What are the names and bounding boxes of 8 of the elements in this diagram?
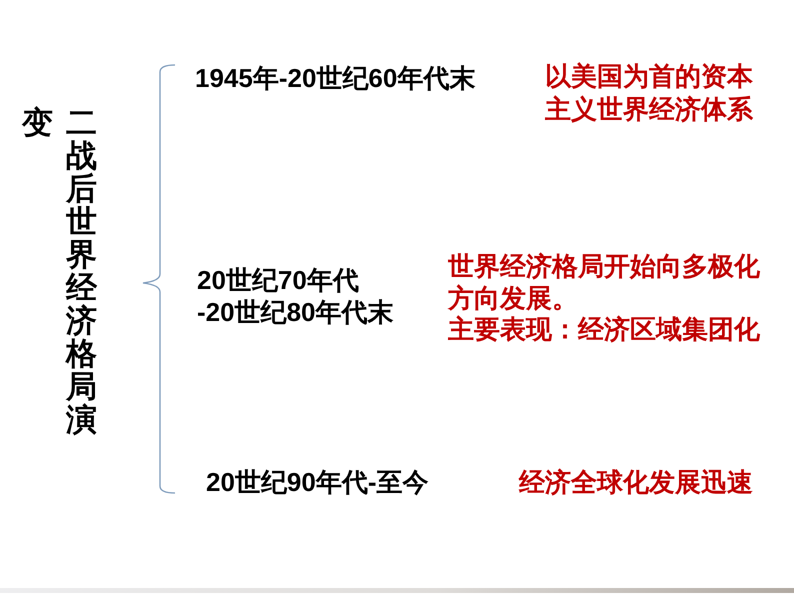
description-text: 以美国为首的资本主义世界经济体系 <box>545 60 754 126</box>
period-label: 1945年-20世纪60年代末 <box>195 62 476 94</box>
vertical-title: 二战后世界经济格局演变 <box>22 106 97 439</box>
period-label: 20世纪90年代-至今 <box>206 466 430 498</box>
description-text: 主要表现：经济区域集团化 <box>448 314 761 346</box>
description-text: 经济全球化发展迅速 <box>519 466 754 498</box>
period-label: 20世纪70年代-20世纪80年代末 <box>197 264 394 328</box>
description-text: 世界经济格局开始向多极化方向发展。 <box>448 251 761 314</box>
